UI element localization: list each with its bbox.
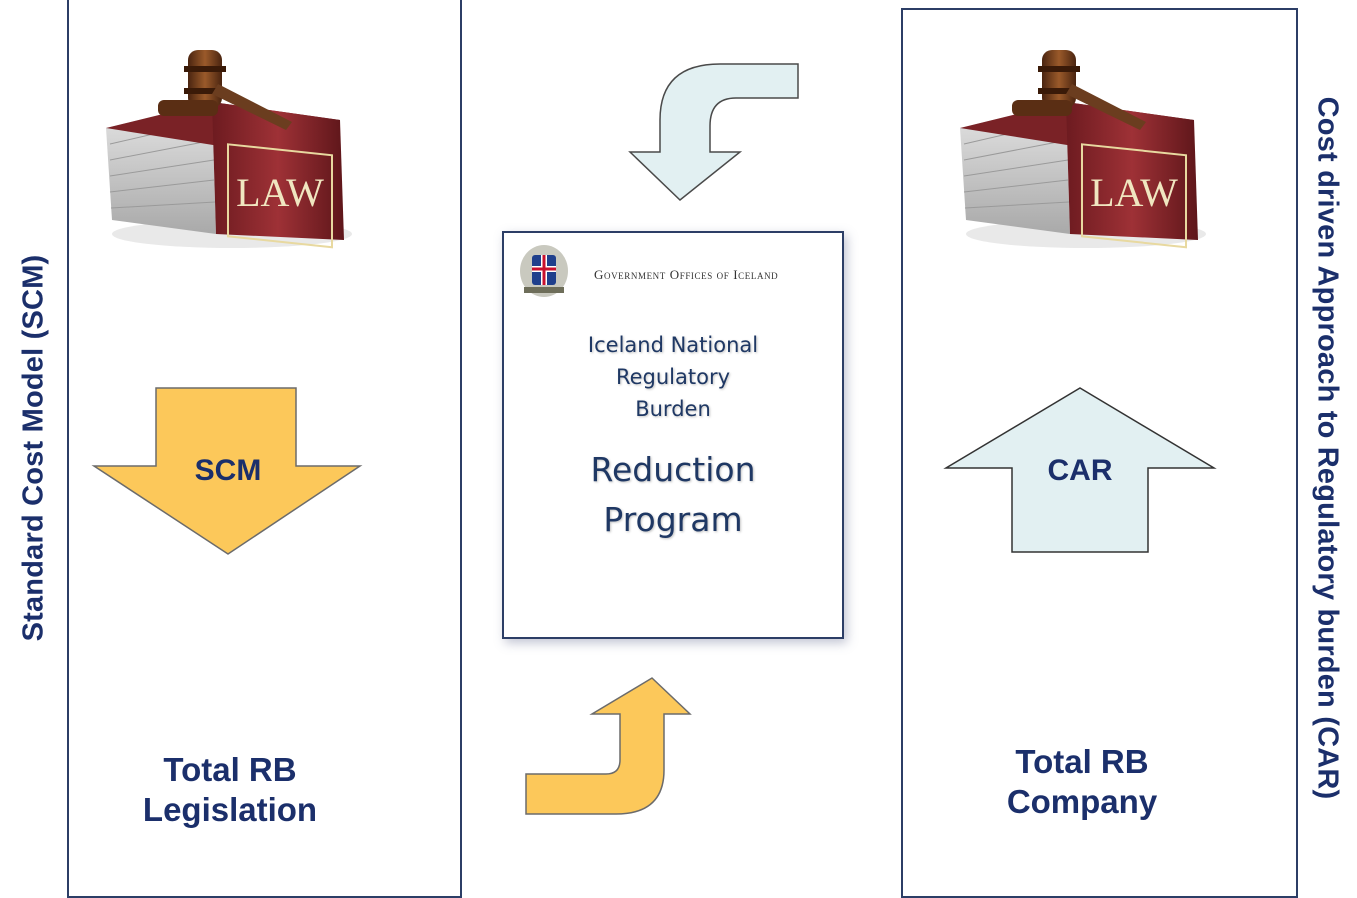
scm-side-title: Standard Cost Model (SCM) (17, 254, 50, 642)
gov-offices-header: Government Offices of Iceland (594, 267, 779, 282)
program-title-line4: Reduction (590, 450, 756, 489)
program-title-line3: Burden (635, 397, 711, 421)
total-rb-legislation-line1: Total RB (163, 751, 297, 788)
car-side-title: Cost driven Approach to Regulatory burde… (1311, 96, 1344, 800)
svg-text:LAW: LAW (1090, 170, 1178, 215)
program-title-line1: Iceland National (587, 333, 759, 357)
curved-down-arrow-icon (628, 63, 799, 201)
law-book-gavel-right-icon: LAW (960, 50, 1206, 249)
total-rb-company-line2: Company (1006, 783, 1158, 820)
law-book-gavel-left-icon: LAW (106, 50, 352, 249)
program-title-large: Reduction Program (504, 445, 842, 545)
program-title-line5: Program (603, 500, 743, 539)
total-rb-company-line1: Total RB (1015, 743, 1149, 780)
curved-up-arrow-icon (525, 677, 692, 815)
program-document-card: Government Offices of Iceland Iceland Na… (502, 231, 844, 639)
scm-arrow-label: SCM (194, 454, 262, 487)
program-title-line2: Regulatory (615, 365, 731, 389)
total-rb-legislation-line2: Legislation (142, 791, 318, 828)
car-up-arrow-icon (943, 387, 1217, 553)
program-title-small: Iceland National Regulatory Burden (504, 329, 842, 425)
car-arrow-label: CAR (1047, 454, 1113, 487)
scm-down-arrow-icon (91, 387, 363, 555)
total-rb-company-label: Total RB Company (962, 742, 1202, 822)
iceland-coat-of-arms-icon (520, 245, 568, 297)
total-rb-legislation-label: Total RB Legislation (110, 750, 350, 830)
svg-text:LAW: LAW (236, 170, 324, 215)
